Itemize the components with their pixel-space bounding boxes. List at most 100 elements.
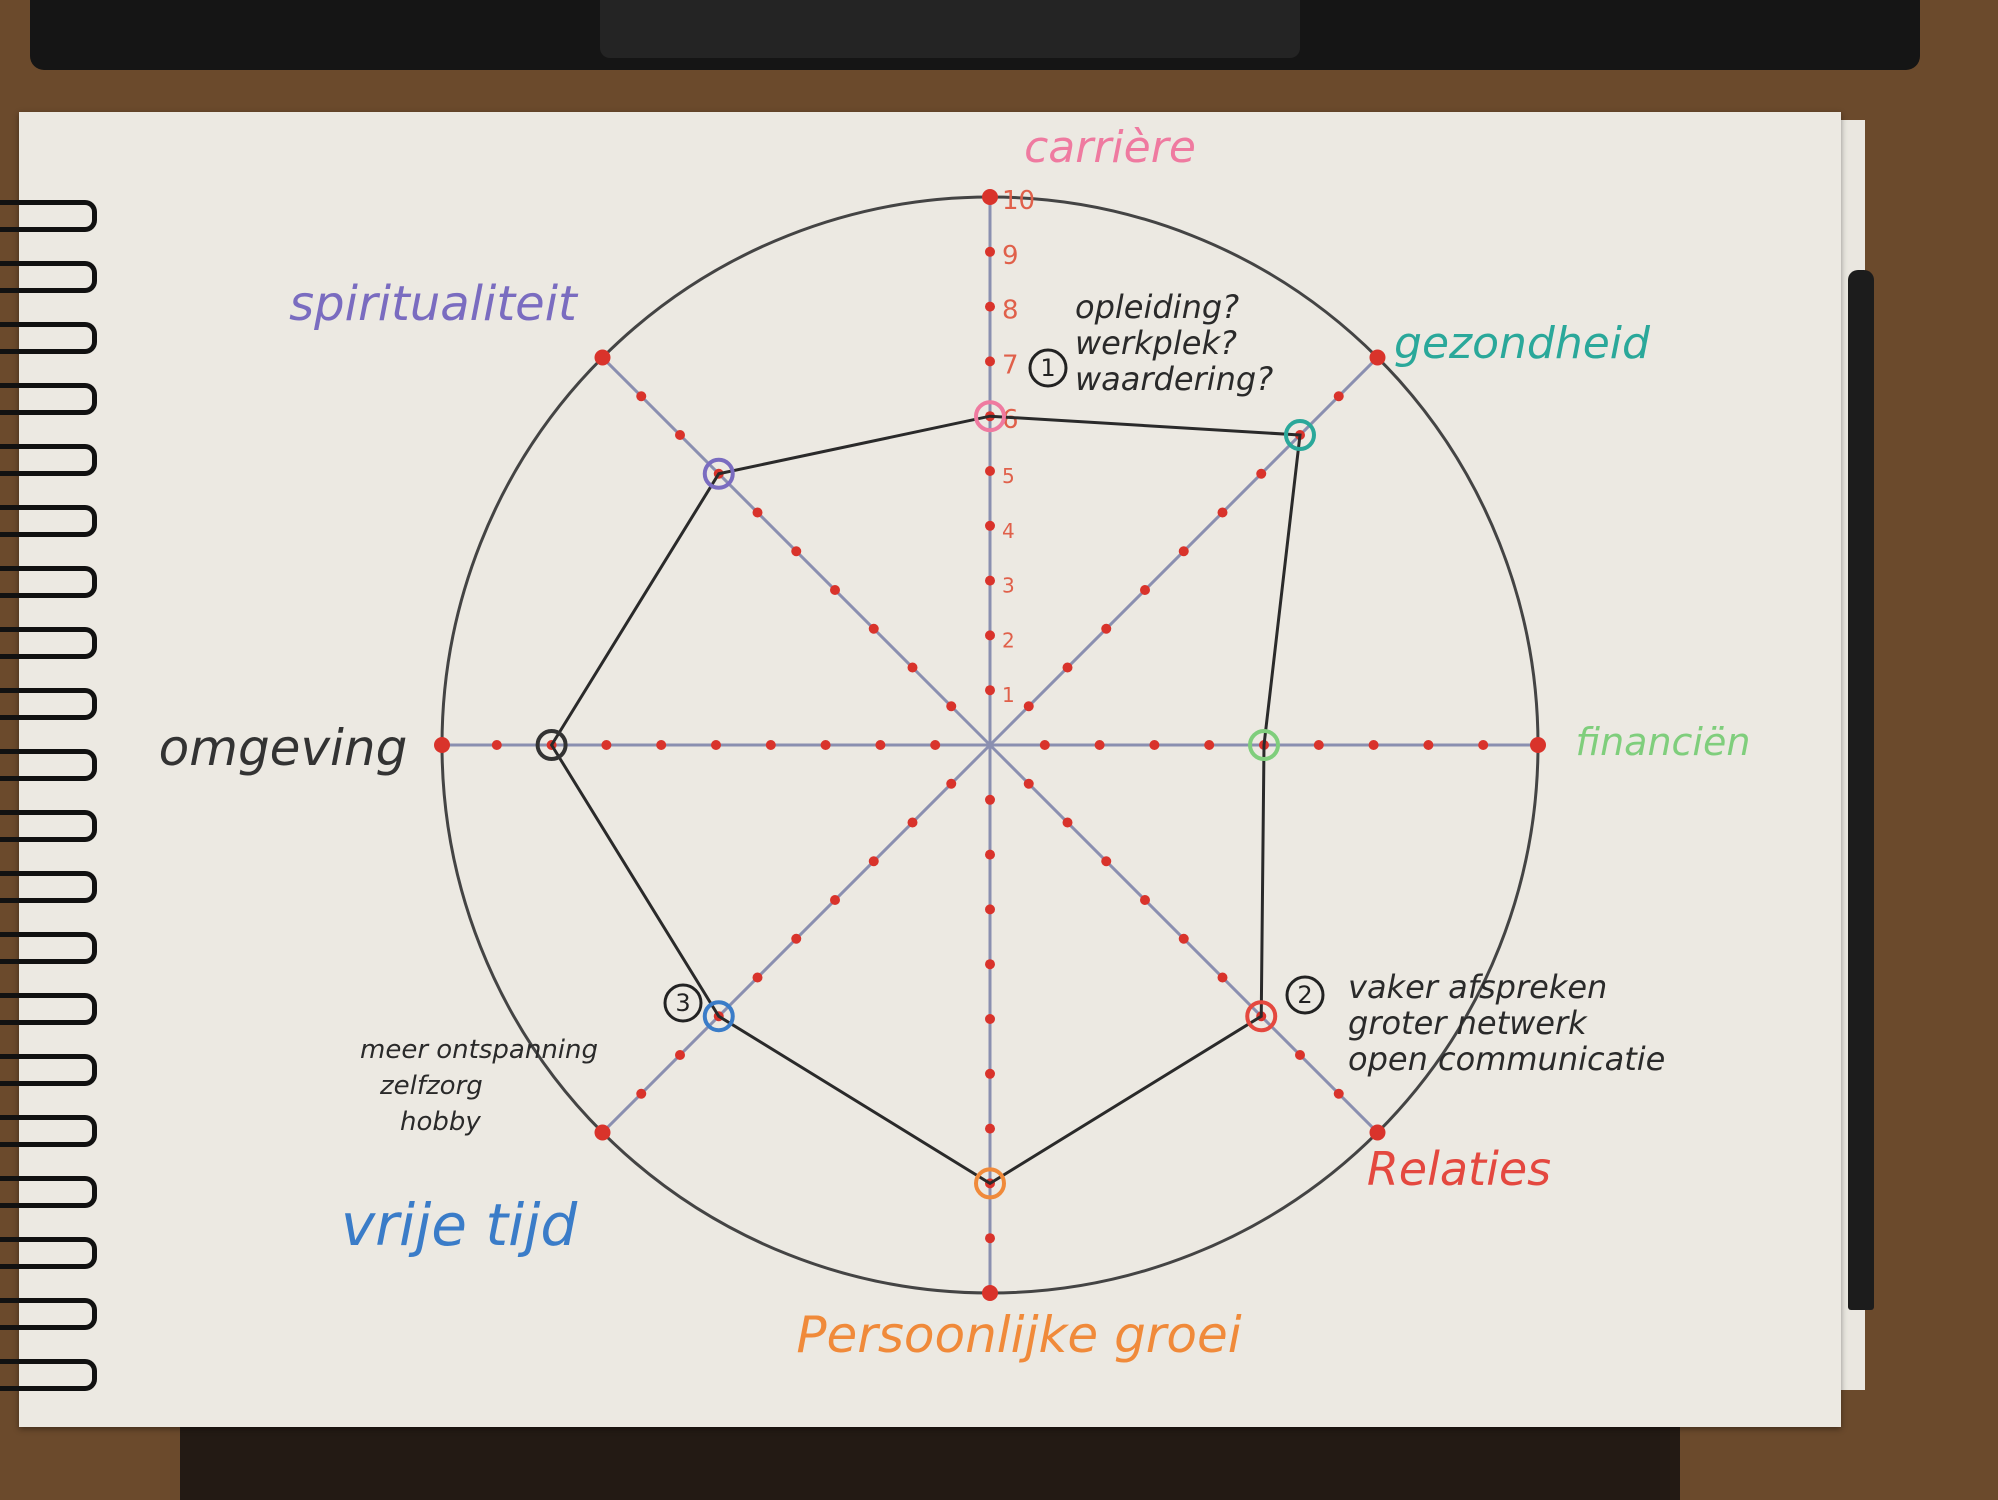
spiral-ring xyxy=(0,566,97,598)
score-marker xyxy=(974,400,1006,433)
tick-dot xyxy=(491,740,502,750)
annotation-text: groter netwerk xyxy=(1348,1004,1588,1042)
axis-label: carrière xyxy=(1024,122,1196,173)
tick-dot xyxy=(985,849,995,860)
tick-dot xyxy=(711,740,721,750)
spiral-ring xyxy=(0,810,97,842)
spiral-ring xyxy=(0,1115,97,1147)
tick-dot xyxy=(985,466,995,476)
tick-dot xyxy=(875,740,886,750)
tick-dot xyxy=(1139,585,1150,596)
axis-label: Relaties xyxy=(1367,1142,1551,1196)
spiral-ring xyxy=(0,200,97,232)
tick-dot xyxy=(985,904,995,915)
tick-dot xyxy=(1313,740,1324,750)
tick-dot xyxy=(1023,701,1034,712)
tick-dot xyxy=(791,933,802,944)
score-marker xyxy=(702,457,735,490)
tick-dot xyxy=(1294,1049,1305,1060)
tick-label: 1 xyxy=(1002,683,1015,707)
tick-dot xyxy=(985,1233,995,1244)
tick-dot xyxy=(594,1124,611,1141)
score-marker xyxy=(1245,1000,1278,1033)
score-polygon xyxy=(549,414,1302,1186)
spiral-ring xyxy=(0,383,97,415)
tick-dot xyxy=(1178,546,1189,557)
tick-dot xyxy=(830,585,841,596)
tick-dot xyxy=(434,737,450,753)
tick-dot xyxy=(1062,817,1073,828)
tick-dot xyxy=(907,817,918,828)
annotation-text: open communicatie xyxy=(1348,1040,1665,1078)
score-marker xyxy=(1283,419,1316,452)
tick-dot xyxy=(1256,468,1267,479)
tick-label: 5 xyxy=(1002,464,1015,488)
tick-dot xyxy=(985,301,995,312)
annotation-text: werkplek? xyxy=(1075,324,1237,362)
tick-dot xyxy=(1149,740,1160,750)
annotation-number: 1 xyxy=(1040,354,1055,382)
tick-dot xyxy=(656,740,667,750)
tick-dot xyxy=(1217,507,1228,518)
tick-dot xyxy=(1094,740,1105,750)
spiral-ring xyxy=(0,993,97,1025)
tick-dot xyxy=(985,959,995,970)
tick-dot xyxy=(868,856,879,867)
tick-dot xyxy=(1478,740,1489,750)
spiral-ring xyxy=(0,688,97,720)
spiral-ring xyxy=(0,871,97,903)
tick-dot xyxy=(868,623,879,634)
tick-dot xyxy=(636,1088,647,1099)
tick-dot xyxy=(594,349,611,366)
spiral-ring xyxy=(0,1298,97,1330)
tick-dot xyxy=(930,740,941,750)
tick-dot xyxy=(1333,391,1344,402)
tick-dot xyxy=(946,701,957,712)
tick-label: 3 xyxy=(1002,574,1015,598)
tick-label: 8 xyxy=(1002,296,1019,326)
tick-dot xyxy=(791,546,802,557)
spiral-ring xyxy=(0,1054,97,1086)
tick-dot xyxy=(985,794,995,805)
axis-label: spiritualiteit xyxy=(289,276,579,332)
tick-dot xyxy=(601,740,612,750)
spiral-ring xyxy=(0,444,97,476)
spiral-ring xyxy=(0,627,97,659)
annotation-text: opleiding? xyxy=(1075,288,1239,326)
tick-dot xyxy=(1369,1124,1386,1141)
tick-dot xyxy=(982,1285,998,1301)
tick-dot xyxy=(1039,740,1050,750)
tick-dot xyxy=(982,189,998,205)
axis-label: vrije tijd xyxy=(341,1191,578,1259)
tick-dot xyxy=(985,1123,995,1134)
annotation-number: 3 xyxy=(675,989,690,1017)
tick-dot xyxy=(830,894,841,905)
spiral-ring xyxy=(0,322,97,354)
tick-label: 10 xyxy=(1002,186,1035,216)
spiral-ring xyxy=(0,1176,97,1208)
tick-dot xyxy=(636,391,647,402)
tick-dot xyxy=(985,1014,995,1024)
tick-dot xyxy=(946,778,957,789)
tick-dot xyxy=(985,356,995,367)
score-marker xyxy=(974,1167,1006,1200)
tick-dot xyxy=(985,1068,995,1079)
tick-dot xyxy=(675,1049,686,1060)
tick-dot xyxy=(1217,972,1228,983)
annotation-number-circle xyxy=(663,983,703,1023)
dark-fabric xyxy=(180,1420,1680,1500)
annotation-number: 2 xyxy=(1297,981,1312,1009)
score-marker xyxy=(1248,729,1280,761)
tick-dot xyxy=(1530,737,1546,753)
axis-label: gezondheid xyxy=(1394,318,1651,369)
tick-dot xyxy=(1101,856,1112,867)
annotation-number-circle xyxy=(1028,348,1068,388)
tick-label: 6 xyxy=(1002,405,1019,435)
tick-dot xyxy=(1204,740,1215,750)
tick-dot xyxy=(1062,662,1073,673)
tick-dot xyxy=(985,685,995,696)
annotation-text: waardering? xyxy=(1075,360,1273,398)
tick-dot xyxy=(820,740,831,750)
score-marker xyxy=(702,1000,735,1033)
